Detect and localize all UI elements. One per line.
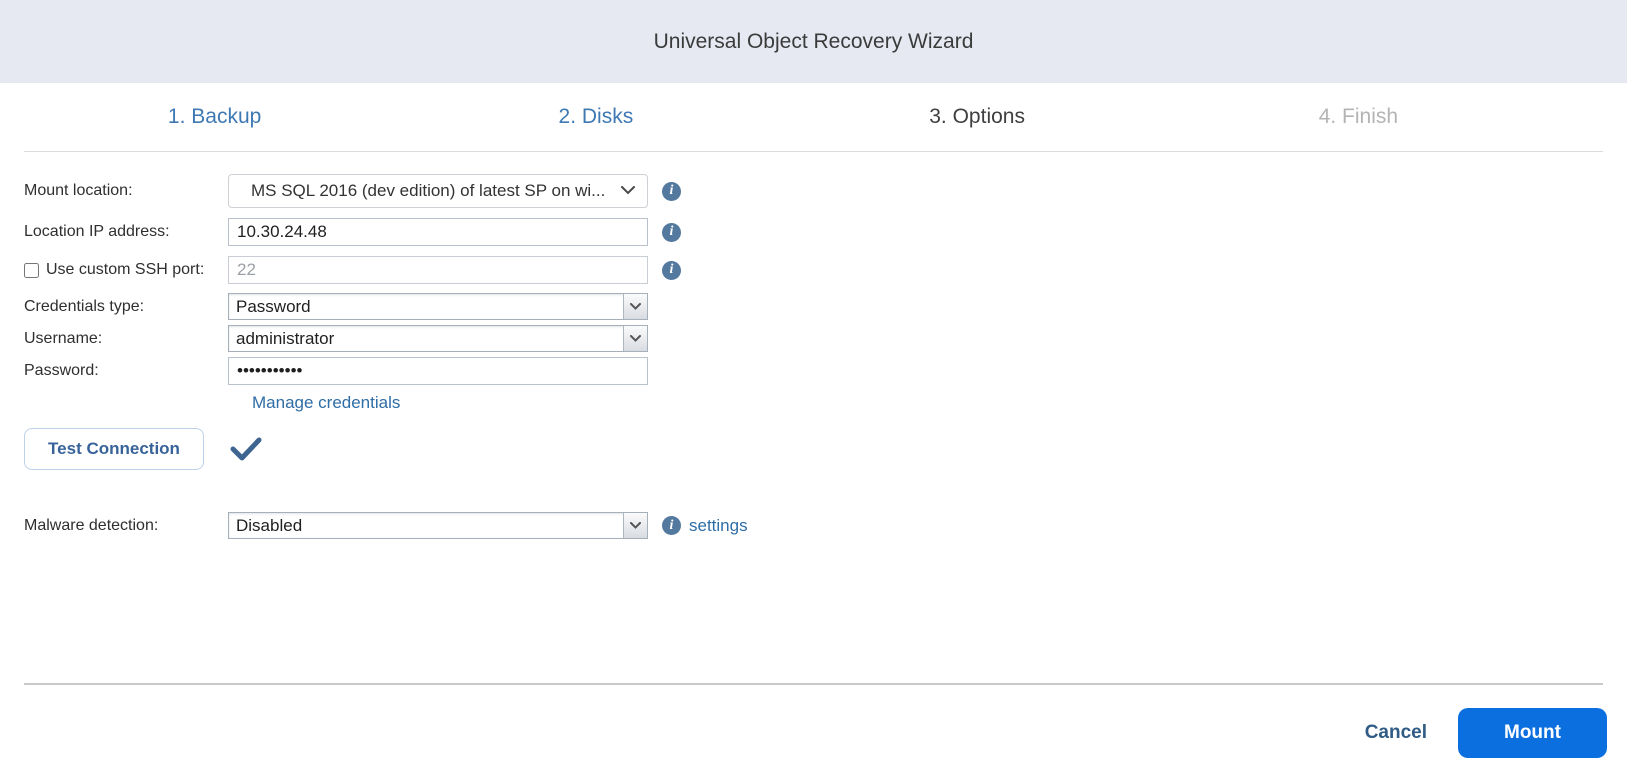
chevron-down-icon [623,294,647,319]
ssh-port-checkbox[interactable] [24,262,39,278]
malware-detection-value: Disabled [236,515,303,535]
malware-settings-link[interactable]: settings [689,515,748,535]
chevron-down-icon [623,513,647,538]
mount-location-label: Mount location: [24,182,133,199]
options-form: Mount location: MS SQL 2016 (dev edition… [0,152,1627,683]
wizard-steps: 1. Backup 2. Disks 3. Options 4. Finish [24,83,1603,152]
mount-button[interactable]: Mount [1458,708,1607,758]
malware-detection-label: Malware detection: [24,516,159,534]
chevron-down-icon [621,182,635,200]
password-field[interactable] [228,357,648,385]
info-icon[interactable]: i [662,222,681,242]
ssh-port-label: Use custom SSH port: [46,261,205,278]
username-select[interactable]: administrator [228,325,648,352]
wizard-footer: Cancel Mount [0,683,1627,781]
cancel-button[interactable]: Cancel [1359,721,1433,745]
step-finish: 4. Finish [1318,105,1399,128]
connection-success-check-icon [230,436,262,463]
test-connection-button[interactable]: Test Connection [24,428,204,470]
mount-location-dropdown[interactable]: MS SQL 2016 (dev edition) of latest SP o… [228,174,648,208]
username-value: administrator [236,328,335,348]
credentials-type-value: Password [236,296,311,316]
step-options: 3. Options [929,105,1025,128]
footer-divider [24,683,1603,685]
step-disks[interactable]: 2. Disks [558,105,634,128]
mount-location-value: MS SQL 2016 (dev edition) of latest SP o… [251,181,606,200]
credentials-type-label: Credentials type: [24,297,145,315]
chevron-down-icon [623,326,647,351]
credentials-type-select[interactable]: Password [228,293,648,320]
info-icon[interactable]: i [662,516,681,535]
info-icon[interactable]: i [662,181,681,201]
malware-detection-select[interactable]: Disabled [228,512,648,539]
manage-credentials-link[interactable]: Manage credentials [252,393,401,412]
page-title: Universal Object Recovery Wizard [653,29,974,53]
username-label: Username: [24,329,103,347]
step-backup[interactable]: 1. Backup [167,105,262,128]
location-ip-input[interactable] [228,218,648,246]
ssh-port-input [228,256,648,284]
password-label: Password: [24,362,99,379]
info-icon[interactable]: i [662,260,681,280]
location-ip-label: Location IP address: [24,223,170,240]
wizard-title-bar: Universal Object Recovery Wizard [0,0,1627,83]
